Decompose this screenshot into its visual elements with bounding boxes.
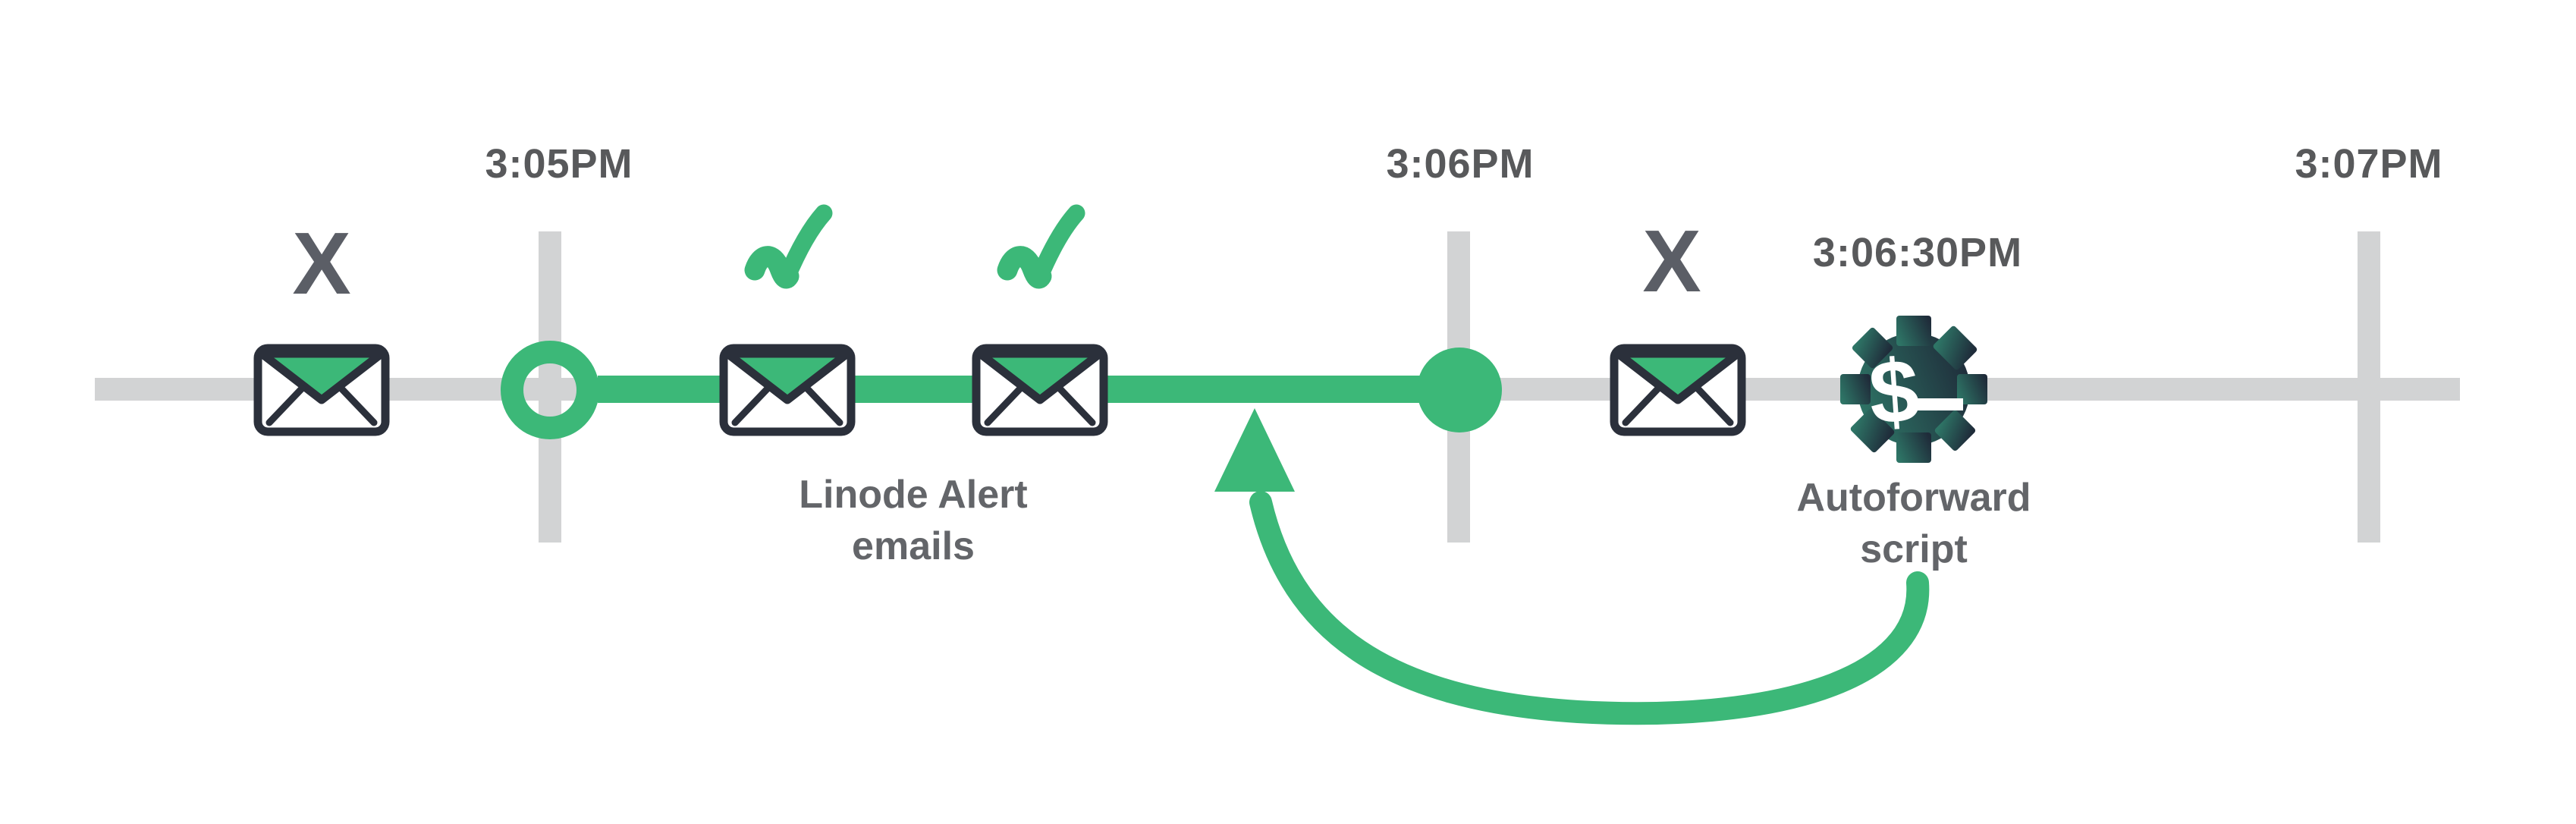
caption-autoforward-line2: script: [1860, 527, 1968, 571]
failed-email-x-1: X: [292, 214, 351, 313]
envelope-icon-2: [724, 348, 851, 432]
caption-autoforward: Autoforward script: [1796, 472, 2031, 575]
gear-icon: $: [1840, 316, 1987, 463]
envelope-icon-4: [1614, 348, 1742, 432]
end-dot-icon: [1417, 348, 1502, 432]
time-label-307: 3:07PM: [2295, 141, 2443, 187]
gear-dollar-glyph: $: [1866, 341, 1923, 444]
start-ring-icon: [501, 341, 599, 439]
script-time-label: 3:06:30PM: [1812, 230, 2023, 275]
failed-email-x-2: X: [1642, 212, 1701, 310]
caption-alert-emails: Linode Alert emails: [799, 469, 1027, 572]
caption-autoforward-line1: Autoforward: [1796, 476, 2031, 520]
check-icon-1: [755, 213, 824, 278]
time-label-306: 3:06PM: [1386, 141, 1535, 187]
loop-arrow-icon: [1214, 408, 1930, 725]
time-label-305: 3:05PM: [485, 141, 633, 187]
check-icon-2: [1007, 213, 1076, 278]
caption-alert-line1: Linode Alert: [799, 473, 1028, 517]
envelope-icon-3: [976, 348, 1104, 432]
tick-mark-307: [2358, 231, 2380, 543]
envelope-icon-1: [258, 348, 385, 432]
caption-alert-line2: emails: [852, 524, 975, 568]
tick-mark-305: [539, 231, 561, 543]
gear-underscore-glyph: [1916, 398, 1963, 410]
